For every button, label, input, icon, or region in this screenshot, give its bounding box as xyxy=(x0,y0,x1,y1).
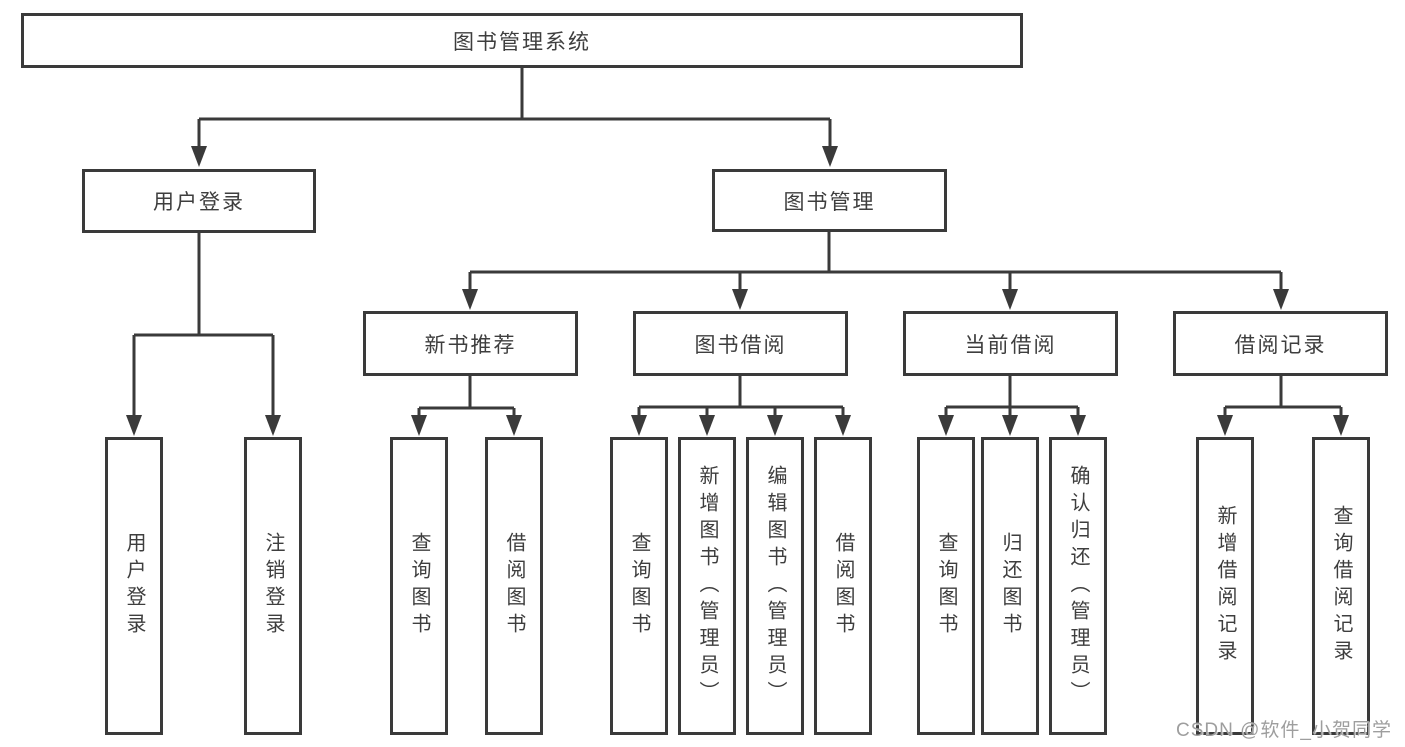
leaf-return-books-label: 归还图书 xyxy=(999,532,1021,640)
leaf-add-borrow-record-label: 新增借阅记录 xyxy=(1214,505,1236,667)
leaf-query-books-3: 查询图书 xyxy=(917,437,975,735)
leaf-edit-books-admin: 编辑图书（管理员） xyxy=(746,437,804,735)
node-book-borrow: 图书借阅 xyxy=(633,311,848,376)
leaf-query-books-2: 查询图书 xyxy=(610,437,668,735)
node-root-label: 图书管理系统 xyxy=(453,30,591,54)
node-book-borrow-label: 图书借阅 xyxy=(694,333,787,357)
leaf-return-books: 归还图书 xyxy=(981,437,1039,735)
leaf-borrow-books-1: 借阅图书 xyxy=(485,437,543,735)
node-user-login-label: 用户登录 xyxy=(153,191,245,214)
node-borrow-records: 借阅记录 xyxy=(1173,311,1388,376)
leaf-logout-label: 注销登录 xyxy=(262,532,284,640)
node-new-book-recommend: 新书推荐 xyxy=(363,311,578,376)
leaf-query-books-2-label: 查询图书 xyxy=(628,532,650,640)
leaf-query-books-3-label: 查询图书 xyxy=(935,532,957,640)
leaf-add-books-admin: 新增图书（管理员） xyxy=(678,437,736,735)
leaf-confirm-return-admin-label: 确认归还（管理员） xyxy=(1067,464,1089,708)
leaf-query-books-1: 查询图书 xyxy=(390,437,448,735)
leaf-user-login-label: 用户登录 xyxy=(123,532,145,640)
node-user-login: 用户登录 xyxy=(82,169,316,233)
node-book-management-label: 图书管理 xyxy=(783,190,876,214)
node-root: 图书管理系统 xyxy=(21,13,1023,68)
leaf-user-login: 用户登录 xyxy=(105,437,163,735)
arrowheads xyxy=(126,146,1349,436)
leaf-edit-books-admin-label: 编辑图书（管理员） xyxy=(764,464,786,708)
leaf-borrow-books-2: 借阅图书 xyxy=(814,437,872,735)
node-book-management: 图书管理 xyxy=(712,169,947,232)
node-new-book-recommend-label: 新书推荐 xyxy=(424,333,517,357)
leaf-logout: 注销登录 xyxy=(244,437,302,735)
node-current-borrow: 当前借阅 xyxy=(903,311,1118,376)
leaf-query-borrow-record: 查询借阅记录 xyxy=(1312,437,1370,735)
leaf-borrow-books-2-label: 借阅图书 xyxy=(832,532,854,640)
leaf-query-borrow-record-label: 查询借阅记录 xyxy=(1330,505,1352,667)
node-borrow-records-label: 借阅记录 xyxy=(1234,333,1327,357)
leaf-confirm-return-admin: 确认归还（管理员） xyxy=(1049,437,1107,735)
leaf-add-books-admin-label: 新增图书（管理员） xyxy=(696,464,718,708)
watermark: CSDN @软件_小贺同学 xyxy=(1176,720,1392,741)
node-current-borrow-label: 当前借阅 xyxy=(964,333,1057,357)
leaf-query-books-1-label: 查询图书 xyxy=(408,532,430,640)
leaf-add-borrow-record: 新增借阅记录 xyxy=(1196,437,1254,735)
leaf-borrow-books-1-label: 借阅图书 xyxy=(503,532,525,640)
